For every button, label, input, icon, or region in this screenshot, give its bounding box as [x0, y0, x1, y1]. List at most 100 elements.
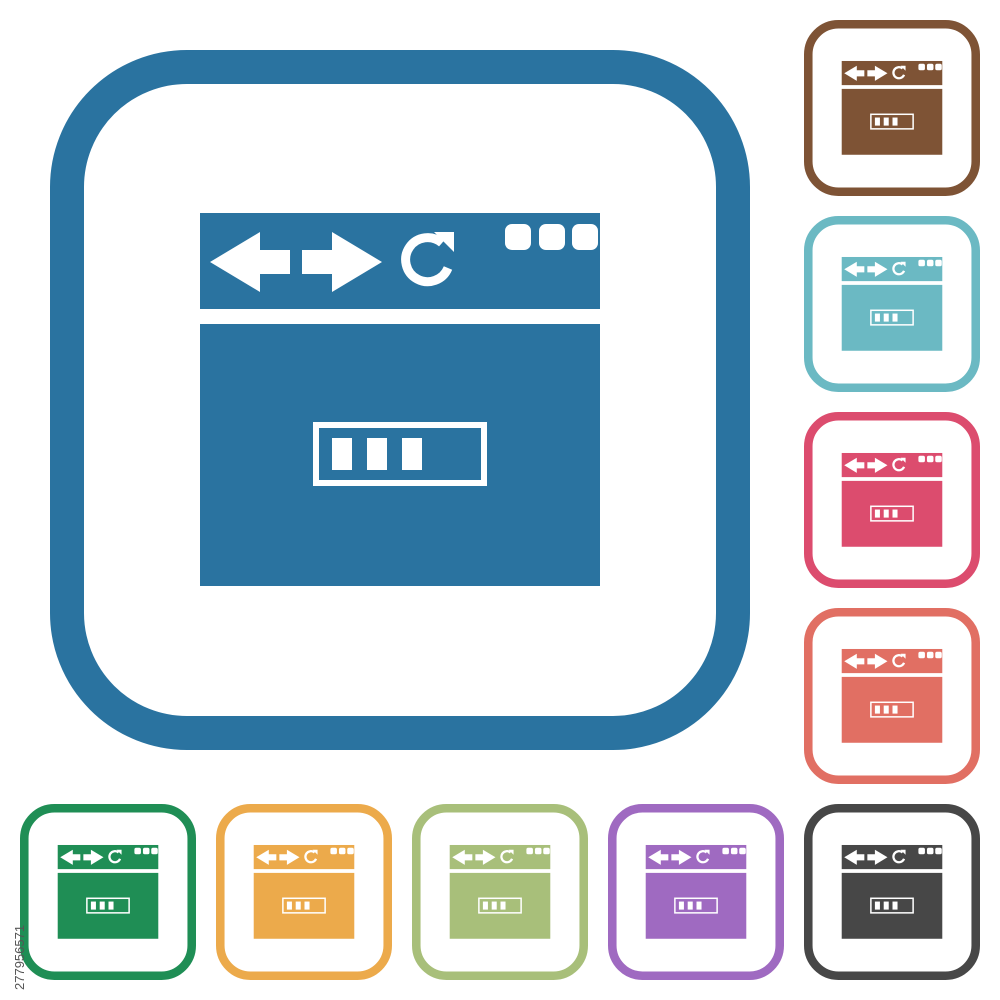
browser-loading-icon-teal: [804, 216, 980, 392]
progress-bar-outline: [478, 897, 522, 914]
back-arrow-icon: [844, 65, 865, 81]
reload-arrowhead: [704, 849, 710, 855]
progress-segment-2: [883, 705, 889, 714]
window-dot-2: [926, 455, 934, 463]
browser-content-area: [841, 676, 943, 743]
reload-arrowhead: [900, 457, 906, 463]
forward-arrow-icon: [83, 849, 104, 865]
browser-loading-icon-brown: [804, 20, 980, 196]
window-dot-1: [918, 259, 925, 267]
browser-content-area: [841, 88, 943, 155]
window-dot-1: [918, 847, 925, 855]
window-dot-2: [142, 847, 150, 855]
reload-arrowhead: [312, 849, 318, 855]
browser-icon-svg: [804, 412, 980, 588]
window-dot-2: [926, 651, 934, 659]
window-dot-3: [572, 224, 598, 250]
window-dot-3: [935, 259, 942, 267]
forward-arrow-icon: [867, 653, 888, 669]
reload-icon: [892, 261, 906, 276]
progress-segment-1: [286, 901, 292, 910]
browser-loading-icon-green: [20, 804, 196, 980]
progress-segment-3: [696, 901, 702, 910]
browser-icon-svg: [804, 20, 980, 196]
progress-segment-2: [687, 901, 693, 910]
reload-arc: [892, 850, 906, 864]
back-arrow-icon: [844, 653, 865, 669]
progress-segment-3: [108, 901, 114, 910]
progress-segment-2: [295, 901, 301, 910]
progress-bar-outline: [870, 113, 914, 130]
window-dot-2: [534, 847, 542, 855]
progress-segment-2: [99, 901, 105, 910]
browser-icon-svg: [20, 804, 196, 980]
reload-arc: [892, 66, 906, 80]
progress-segment-2: [883, 509, 889, 518]
progress-segment-1: [874, 901, 880, 910]
stock-image-id: 277956571: [12, 924, 27, 990]
progress-bar-outline: [870, 701, 914, 718]
progress-segment-1: [874, 117, 880, 126]
progress-bar-outline: [870, 897, 914, 914]
forward-arrow-icon: [867, 261, 888, 277]
back-arrow-icon: [256, 849, 277, 865]
window-dot-2: [926, 259, 934, 267]
back-arrow-icon: [210, 232, 290, 292]
reload-icon: [500, 849, 514, 864]
reload-icon: [696, 849, 710, 864]
browser-loading-icon-large: [50, 50, 750, 750]
back-arrow-icon: [648, 849, 669, 865]
window-dot-1: [918, 455, 925, 463]
window-dot-1: [918, 651, 925, 659]
browser-icon-svg: [50, 50, 750, 750]
progress-bar-outline: [870, 505, 914, 522]
window-dot-2: [926, 63, 934, 71]
progress-segment-1: [678, 901, 684, 910]
reload-icon: [892, 849, 906, 864]
progress-segment-3: [892, 705, 898, 714]
window-dot-3: [739, 847, 746, 855]
browser-content-area: [200, 324, 600, 586]
browser-loading-icon-gray: [804, 804, 980, 980]
progress-segment-1: [482, 901, 488, 910]
progress-segment-1: [874, 313, 880, 322]
progress-segment-3: [892, 509, 898, 518]
browser-icon-svg: [608, 804, 784, 980]
window-dot-2: [539, 224, 565, 250]
forward-arrow-icon: [867, 65, 888, 81]
reload-arc: [892, 654, 906, 668]
window-dot-3: [543, 847, 550, 855]
window-dot-1: [134, 847, 141, 855]
window-dot-3: [935, 455, 942, 463]
browser-content-area: [253, 872, 355, 939]
reload-arrowhead: [900, 653, 906, 659]
reload-arc: [108, 850, 122, 864]
progress-segment-1: [874, 509, 880, 518]
browser-content-area: [57, 872, 159, 939]
browser-loading-icon-olive: [412, 804, 588, 980]
browser-loading-icon-pink: [804, 412, 980, 588]
browser-loading-icon-orange: [216, 804, 392, 980]
progress-bar-outline: [313, 422, 487, 486]
browser-loading-icon-salmon: [804, 608, 980, 784]
reload-arc: [696, 850, 710, 864]
progress-segment-2: [491, 901, 497, 910]
window-dot-3: [347, 847, 354, 855]
browser-icon-svg: [804, 608, 980, 784]
browser-content-area: [841, 480, 943, 547]
progress-segment-1: [332, 438, 352, 470]
browser-icon-svg: [804, 804, 980, 980]
back-arrow-icon: [452, 849, 473, 865]
forward-arrow-icon: [671, 849, 692, 865]
reload-icon: [892, 65, 906, 80]
browser-loading-icon-purple: [608, 804, 784, 980]
reload-arrowhead: [900, 849, 906, 855]
reload-arrowhead: [434, 232, 454, 252]
reload-arc: [401, 233, 453, 287]
progress-segment-1: [90, 901, 96, 910]
reload-icon: [892, 653, 906, 668]
browser-icon-svg: [216, 804, 392, 980]
back-arrow-icon: [844, 261, 865, 277]
progress-bar-outline: [86, 897, 130, 914]
window-dot-3: [935, 651, 942, 659]
